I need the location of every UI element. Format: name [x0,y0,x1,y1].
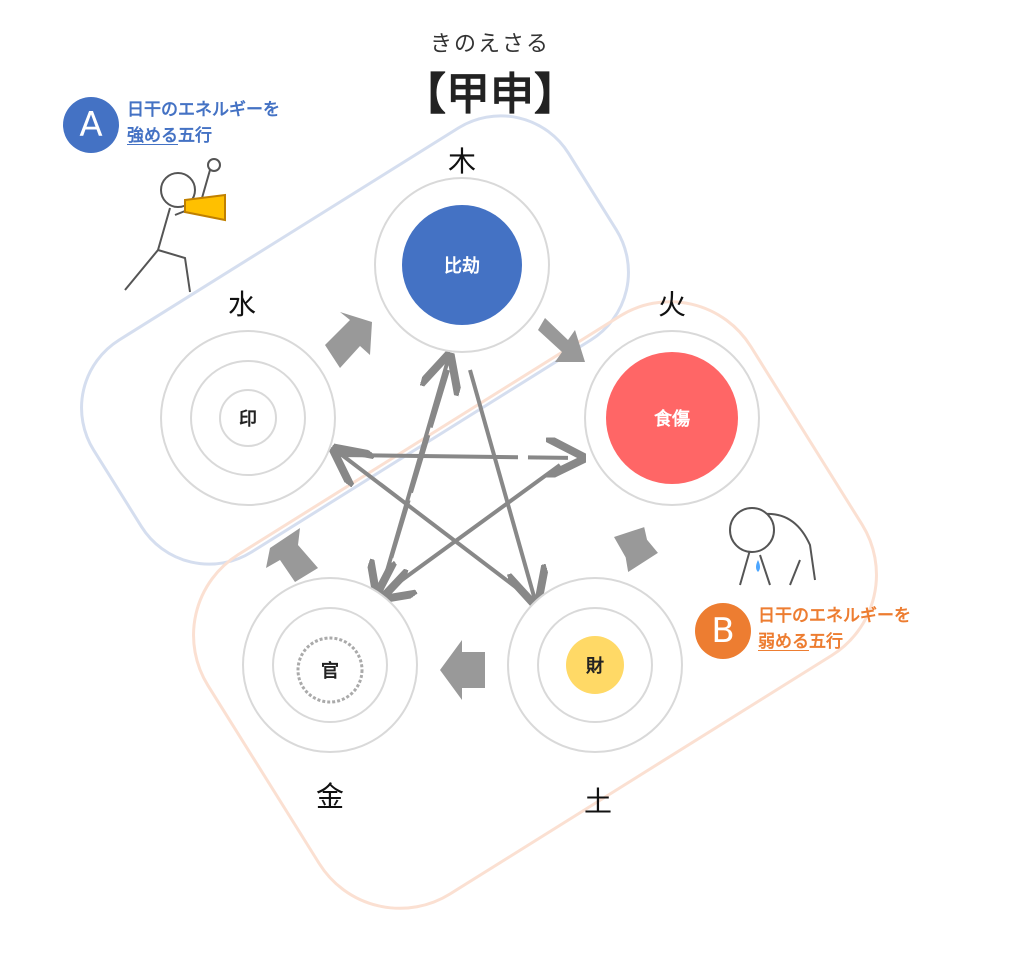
wood-inner-circle [402,205,522,325]
title-ruby: きのえさる [429,32,550,57]
element-earth-label: 土 [583,785,613,818]
element-water-label: 水 [227,288,257,321]
note-a-line1: 日干のエネルギーを [127,100,280,120]
page-title: 【甲申】 [402,69,578,120]
note-a: 日干のエネルギーを 強める五行 [127,97,280,149]
inner-earth-label: 財 [586,656,604,677]
badge-a: A [63,97,119,153]
note-b-underlined: 弱める [758,632,809,652]
badge-b: B [695,603,751,659]
note-b-rest: 五行 [809,632,843,652]
element-fire-label: 火 [657,288,687,321]
fire-inner-circle [606,352,738,484]
note-b: 日干のエネルギーを 弱める五行 [758,603,911,655]
note-b-line1: 日干のエネルギーを [758,606,911,626]
metal-inner-dashed-circle [296,636,364,704]
note-a-rest: 五行 [178,126,212,146]
inner-water-label: 印 [239,409,257,430]
earth-inner-circle [566,636,624,694]
inner-wood-label: 比劫 [444,256,480,277]
inner-fire-label: 食傷 [654,409,690,430]
crying-person-icon [729,507,816,586]
cycle-arrows [266,312,658,700]
cheering-person-icon [124,158,226,293]
element-metal-label: 金 [315,780,345,813]
note-a-underlined: 強める [127,126,178,146]
star-arrows [338,360,578,600]
inner-metal-label: 官 [321,661,339,682]
element-wood-label: 木 [447,145,477,178]
